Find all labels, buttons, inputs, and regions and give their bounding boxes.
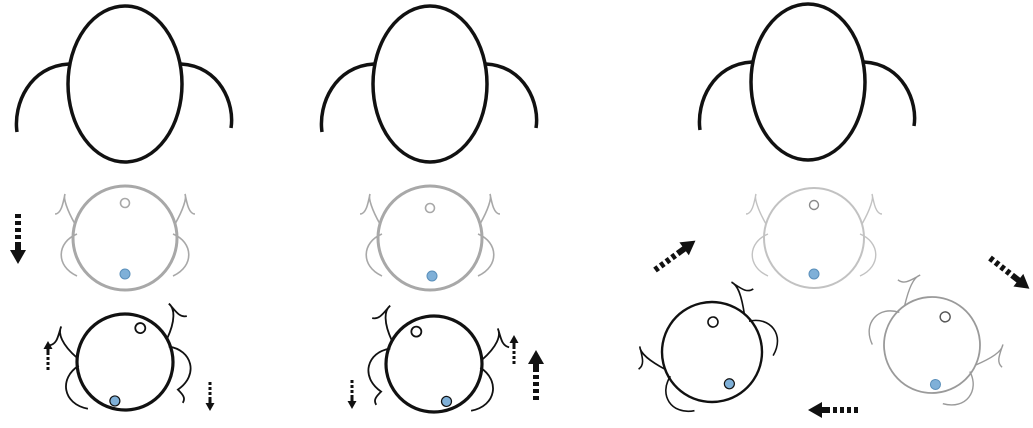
blue-dot-marker-icon	[809, 269, 819, 279]
panel-right	[626, 4, 1033, 428]
hollow-marker-icon	[706, 315, 720, 329]
blue-dot-marker-icon	[120, 269, 130, 279]
blue-dot-marker-icon	[109, 395, 121, 407]
blue-dot-marker-icon	[427, 271, 437, 281]
tilted-head-middle	[355, 302, 513, 428]
panel-middle	[321, 6, 544, 428]
dashed-arrow-left-icon	[808, 402, 858, 418]
blue-dot-marker-icon	[441, 395, 453, 407]
tilted-head-left	[47, 300, 205, 427]
blue-dot-marker-icon	[722, 377, 736, 391]
hollow-marker-icon	[938, 310, 952, 324]
large-head-right	[699, 4, 914, 160]
ghost-head-left	[55, 186, 195, 290]
small-up-arrow-icon	[510, 335, 519, 364]
large-head-middle	[321, 6, 536, 162]
dashed-arrow-up-icon	[528, 350, 544, 400]
ghost-head-right	[746, 188, 882, 288]
small-down-arrow-icon	[348, 380, 357, 409]
dashed-arrow-down-icon	[10, 214, 26, 264]
dashed-arrow-down-right-icon	[985, 252, 1033, 295]
hollow-marker-icon	[810, 201, 819, 210]
hollow-marker-icon	[134, 322, 146, 334]
rotated-head-left	[626, 271, 798, 428]
rotated-head-right	[849, 265, 1015, 426]
panel-left	[10, 6, 232, 427]
hollow-marker-icon	[410, 326, 422, 338]
hollow-marker-icon	[426, 204, 435, 213]
ghost-head-middle	[360, 186, 500, 290]
hollow-marker-icon	[121, 199, 130, 208]
dashed-arrow-up-right-icon	[650, 234, 700, 276]
large-head-left	[16, 6, 231, 162]
small-down-arrow-icon	[206, 382, 215, 411]
blue-dot-marker-icon	[928, 377, 942, 391]
